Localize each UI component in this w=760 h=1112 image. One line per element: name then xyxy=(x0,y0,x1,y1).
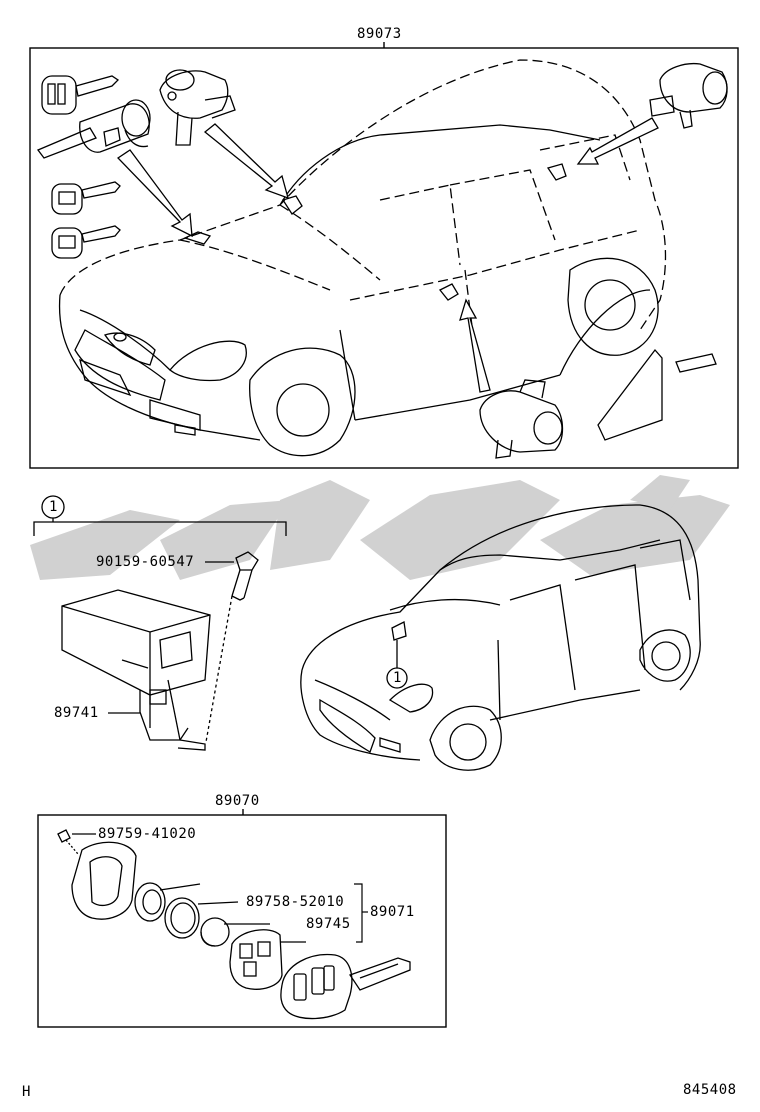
key-top-2 xyxy=(51,181,121,215)
door-lock-cylinder-top xyxy=(159,69,236,146)
assembly-bracket-89071 xyxy=(354,883,368,943)
callout-marker-1-car: 1 xyxy=(393,670,402,686)
ignition-lock-cylinder xyxy=(36,99,151,159)
top-panel xyxy=(29,42,739,469)
part-label-module: 89741 xyxy=(54,705,99,721)
bolt xyxy=(205,551,259,743)
part-label-oring: 89758-52010 xyxy=(246,894,345,910)
key-top-1 xyxy=(41,75,120,115)
trim-piece xyxy=(597,348,663,441)
key-top-3 xyxy=(51,225,121,259)
part-label-screw: 89759-41020 xyxy=(98,826,197,842)
callout-marker-1: 1 xyxy=(49,499,58,515)
transmitter-key xyxy=(280,953,411,1020)
callout-bracket xyxy=(33,495,287,536)
o-ring xyxy=(164,897,239,939)
callout-arrows-top xyxy=(116,117,659,393)
key-case-body xyxy=(229,929,306,990)
illustration-number: 845408 xyxy=(683,1082,737,1098)
circuit-ring xyxy=(134,882,201,922)
door-lock-cylinder-bottom xyxy=(479,379,564,459)
kit-label-89073: 89073 xyxy=(357,26,402,42)
screw xyxy=(57,829,96,855)
label-plate xyxy=(675,353,717,373)
bottom-panel xyxy=(37,809,447,1028)
part-label-case-assembly: 89071 xyxy=(370,904,415,920)
part-label-battery: 89745 xyxy=(306,916,351,932)
car-illustration-middle xyxy=(300,504,701,771)
rear-lock-cylinder xyxy=(649,62,728,129)
corner-code-left: H xyxy=(22,1084,31,1100)
part-label-bolt: 90159-60547 xyxy=(96,554,195,570)
control-module xyxy=(61,589,211,751)
kit-label-89070: 89070 xyxy=(215,793,260,809)
key-case-cover xyxy=(71,841,137,920)
car-illustration-top xyxy=(58,59,667,457)
battery xyxy=(200,917,270,947)
